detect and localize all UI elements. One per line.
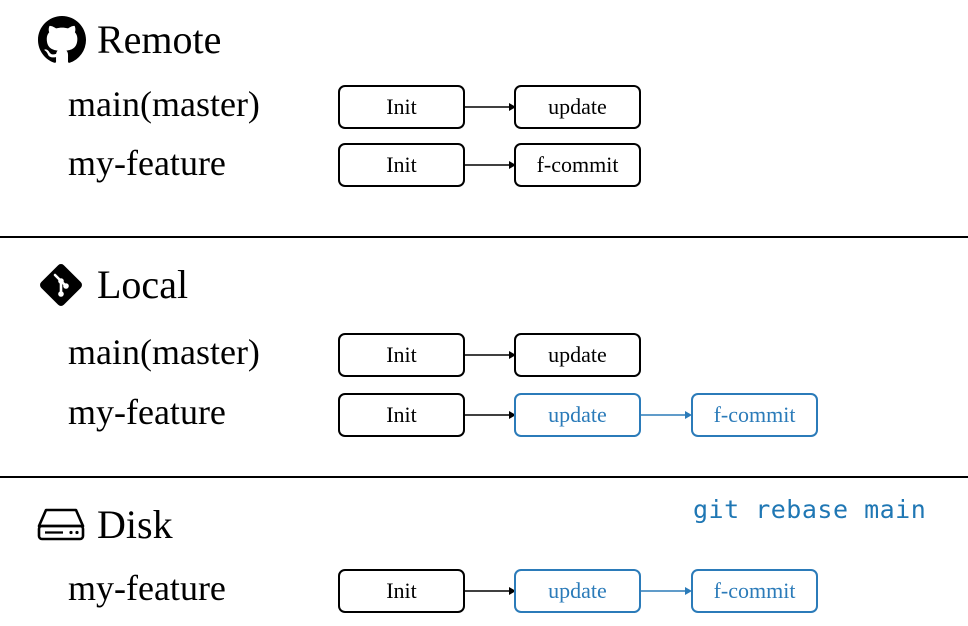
disk-section-title: Disk bbox=[97, 502, 173, 547]
local-feature-commit-update: update bbox=[514, 393, 641, 437]
local-feature-commit-fcommit: f-commit bbox=[691, 393, 818, 437]
local-main-commit-init: Init bbox=[338, 333, 465, 377]
local-main-branch-label: main(master) bbox=[68, 332, 260, 372]
remote-feature-commit-fcommit: f-commit bbox=[514, 143, 641, 187]
disk-feature-commit-update: update bbox=[514, 569, 641, 613]
remote-main-commit-init: Init bbox=[338, 85, 465, 129]
remote-section-title: Remote bbox=[97, 17, 222, 62]
arrow-connector bbox=[465, 103, 516, 111]
hard-drive-icon bbox=[36, 500, 86, 551]
local-main-commit-update: update bbox=[514, 333, 641, 377]
arrow-connector bbox=[465, 351, 516, 359]
local-section-title: Local bbox=[97, 262, 189, 307]
disk-feature-commit-init: Init bbox=[338, 569, 465, 613]
local-feature-commit-init: Init bbox=[338, 393, 465, 437]
arrow-connector bbox=[465, 411, 516, 419]
remote-main-commit-update: update bbox=[514, 85, 641, 129]
git-icon bbox=[37, 261, 85, 314]
section-divider bbox=[0, 236, 968, 238]
disk-feature-commit-fcommit: f-commit bbox=[691, 569, 818, 613]
arrow-connector bbox=[641, 587, 692, 595]
arrow-connector bbox=[465, 587, 516, 595]
arrow-connector bbox=[465, 161, 516, 169]
github-icon bbox=[38, 16, 86, 69]
local-feature-branch-label: my-feature bbox=[68, 392, 226, 432]
git-command-text: git rebase main bbox=[693, 495, 927, 524]
arrow-connector bbox=[641, 411, 692, 419]
remote-main-branch-label: main(master) bbox=[68, 84, 260, 124]
remote-feature-commit-init: Init bbox=[338, 143, 465, 187]
disk-feature-branch-label: my-feature bbox=[68, 568, 226, 608]
section-divider bbox=[0, 476, 968, 478]
remote-feature-branch-label: my-feature bbox=[68, 143, 226, 183]
